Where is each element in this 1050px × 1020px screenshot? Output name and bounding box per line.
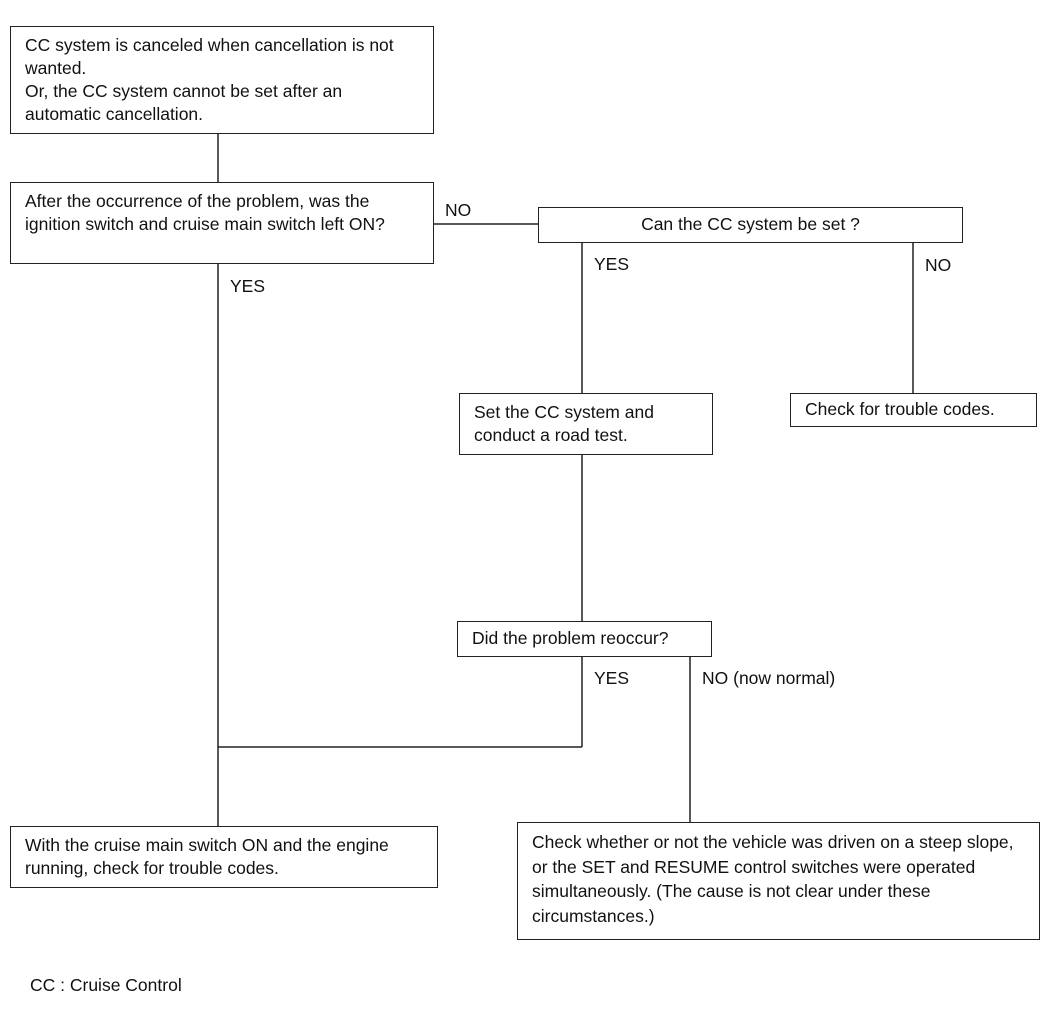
steep-slope-check-box: Check whether or not the vehicle was dri… [517, 822, 1040, 940]
steep-slope-check-text: Check whether or not the vehicle was dri… [532, 832, 1014, 926]
label-yes-ignition: YES [230, 276, 266, 296]
main-on-check-box: With the cruise main switch ON and the e… [10, 826, 438, 888]
ignition-question-text: After the occurrence of the problem, was… [25, 191, 385, 234]
footnote: CC : Cruise Control [30, 975, 182, 995]
reoccur-question-text: Did the problem reoccur? [472, 628, 669, 648]
main-on-check-text: With the cruise main switch ON and the e… [25, 835, 389, 878]
start-box: CC system is canceled when cancellation … [10, 26, 434, 134]
can-set-question-box: Can the CC system be set ? [538, 207, 963, 243]
reoccur-question-box: Did the problem reoccur? [457, 621, 712, 657]
check-codes-text: Check for trouble codes. [805, 399, 995, 419]
can-set-question-text: Can the CC system be set ? [641, 214, 860, 234]
check-codes-box: Check for trouble codes. [790, 393, 1037, 427]
road-test-text: Set the CC system and conduct a road tes… [474, 402, 654, 445]
start-text-2: Or, the CC system cannot be set after an… [25, 81, 343, 124]
label-yes-reoccur: YES [594, 668, 630, 688]
label-no-ignition: NO [445, 200, 472, 220]
label-no-can-set: NO [925, 255, 952, 275]
start-text-1: CC system is canceled when cancellation … [25, 35, 394, 78]
label-no-reoccur: NO (now normal) [702, 668, 836, 688]
road-test-box: Set the CC system and conduct a road tes… [459, 393, 713, 455]
label-yes-can-set: YES [594, 254, 630, 274]
ignition-question-box: After the occurrence of the problem, was… [10, 182, 434, 264]
